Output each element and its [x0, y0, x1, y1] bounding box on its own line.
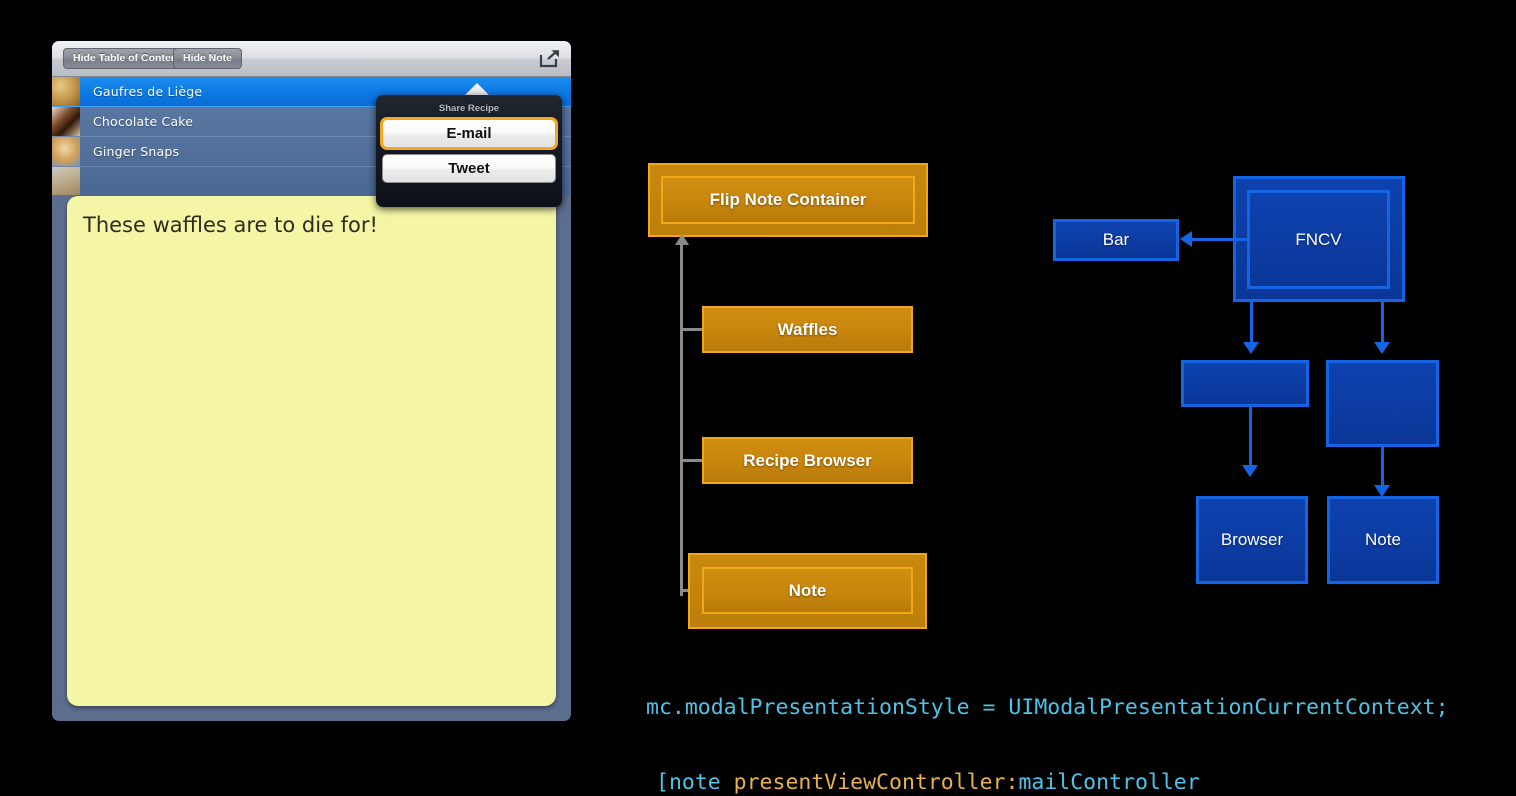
- connector-arrow-up-icon: [675, 234, 689, 245]
- node-note[interactable]: Note: [702, 567, 913, 614]
- code-line-2: [note presentViewController:mailControll…: [646, 770, 1476, 795]
- connector-branch: [680, 459, 708, 462]
- list-item[interactable]: [52, 167, 571, 195]
- arrow-to-note: [1381, 445, 1384, 487]
- recipe-thumbnail: [52, 137, 80, 166]
- node-recipe-browser[interactable]: Recipe Browser: [702, 437, 913, 484]
- share-action-icon[interactable]: [539, 49, 561, 68]
- tweet-button[interactable]: Tweet: [382, 154, 556, 183]
- popover-arrow-icon: [464, 83, 490, 96]
- code-line-1: mc.modalPresentationStyle = UIModalPrese…: [646, 695, 1476, 720]
- arrow-head-down-icon: [1242, 465, 1258, 477]
- share-popover: Share Recipe E-mail Tweet: [376, 83, 562, 219]
- hide-table-of-contents-button[interactable]: Hide Table of Contents: [63, 48, 197, 69]
- code-token: mailController: [1018, 770, 1200, 795]
- connector-spine: [680, 244, 683, 596]
- code-block: mc.modalPresentationStyle = UIModalPrese…: [646, 645, 1476, 796]
- node-browser[interactable]: Browser: [1196, 496, 1308, 584]
- arrow-head-down-icon: [1374, 485, 1390, 497]
- list-item-label: Chocolate Cake: [93, 114, 194, 129]
- node-unlabeled-right[interactable]: [1326, 360, 1439, 447]
- code-token: [note: [656, 770, 734, 795]
- recipe-thumbnail: [52, 77, 80, 106]
- note-text: These waffles are to die for!: [83, 213, 378, 237]
- popover-body: Share Recipe E-mail Tweet: [376, 95, 562, 207]
- popover-title: Share Recipe: [438, 103, 500, 114]
- code-token: presentViewController:: [733, 770, 1019, 795]
- arrow-head-down-icon: [1374, 342, 1390, 354]
- node-note-blue[interactable]: Note: [1327, 496, 1439, 584]
- list-item[interactable]: Ginger Snaps: [52, 137, 571, 167]
- node-flip-note-container[interactable]: Flip Note Container: [661, 176, 915, 224]
- node-bar[interactable]: Bar: [1053, 219, 1179, 261]
- connector-branch: [680, 328, 708, 331]
- arrow-head-left-icon: [1180, 231, 1192, 247]
- recipe-thumbnail: [52, 167, 80, 195]
- list-item[interactable]: Chocolate Cake: [52, 107, 571, 137]
- recipe-thumbnail: [52, 107, 80, 136]
- arrow-fncv-to-right-child: [1381, 300, 1384, 344]
- email-button[interactable]: E-mail: [380, 117, 558, 150]
- arrow-to-browser: [1249, 405, 1252, 467]
- code-token: mc.modalPresentationStyle = UIModalPrese…: [646, 695, 1449, 720]
- hide-note-button[interactable]: Hide Note: [173, 48, 243, 69]
- sticky-note-panel[interactable]: These waffles are to die for!: [67, 196, 556, 706]
- node-fncv[interactable]: FNCV: [1247, 190, 1390, 289]
- ipad-device-screenshot: Hide Table of Contents Hide Note Gaufres…: [52, 41, 571, 721]
- node-unlabeled-left[interactable]: [1181, 360, 1309, 407]
- arrow-fncv-to-left-child: [1250, 300, 1253, 344]
- arrow-head-down-icon: [1243, 342, 1259, 354]
- list-item-label: Ginger Snaps: [93, 144, 180, 159]
- node-waffles[interactable]: Waffles: [702, 306, 913, 353]
- arrow-fncv-to-bar: [1192, 238, 1247, 241]
- list-item-label: Gaufres de Liège: [93, 84, 203, 99]
- app-toolbar: Hide Table of Contents Hide Note: [52, 41, 571, 77]
